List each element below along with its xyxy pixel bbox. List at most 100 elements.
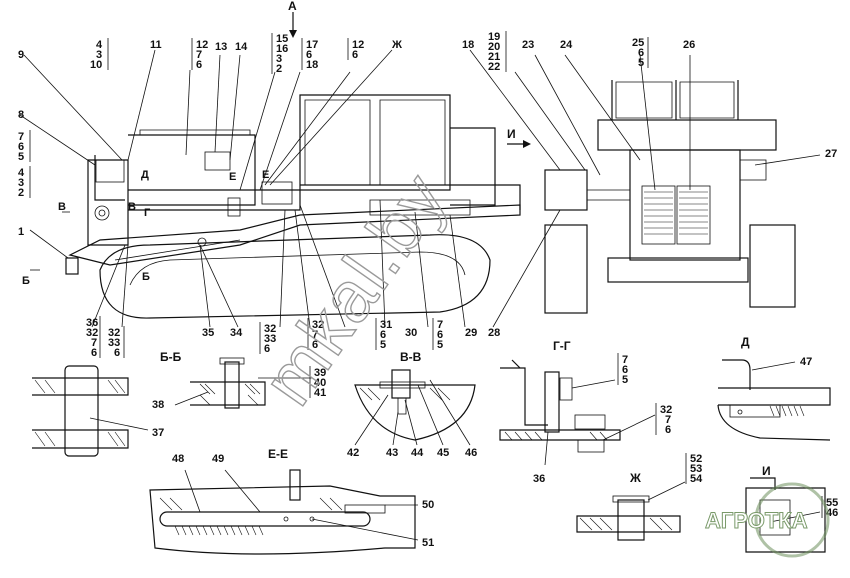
callout-3b: 3 <box>96 49 102 61</box>
section-zh <box>576 481 686 541</box>
section-e-e <box>149 469 419 555</box>
callout-6: 6 <box>18 141 24 153</box>
callout-14: 14 <box>235 41 248 53</box>
callout-36: 36 <box>86 317 98 329</box>
callout-4: 4 <box>18 167 25 179</box>
title-g-g: Г-Г <box>553 339 571 353</box>
callout-6i: 6 <box>264 343 270 355</box>
callout-1: 1 <box>18 226 24 238</box>
callout-15: 15 <box>276 33 288 45</box>
callout-55: 55 <box>826 497 838 509</box>
section-g-g <box>499 359 656 466</box>
callout-7k: 7 <box>91 337 97 349</box>
callout-44: 44 <box>411 447 424 459</box>
view-marker-b1: Б <box>22 275 30 287</box>
callout-g-7: 7 <box>622 354 628 366</box>
callout-18: 18 <box>306 59 318 71</box>
callout-12: 12 <box>196 39 208 51</box>
callout-48: 48 <box>172 453 184 465</box>
callout-g-36: 36 <box>533 473 545 485</box>
callout-2c: 2 <box>276 63 282 75</box>
logo-agrotka: АГРОТКА <box>705 482 830 558</box>
callout-5: 5 <box>18 151 24 163</box>
callout-labels: 1 4 3 2 7 6 5 8 9 4 3 10 11 12 7 6 13 14… <box>18 31 838 549</box>
callout-6e: 6 <box>638 47 644 59</box>
callout-43: 43 <box>386 447 398 459</box>
callout-31: 31 <box>380 319 392 331</box>
view-marker-e2: Е <box>262 169 269 181</box>
callout-24: 24 <box>560 39 573 51</box>
callout-49: 49 <box>212 453 224 465</box>
callout-27: 27 <box>825 148 837 160</box>
callout-7: 7 <box>18 131 24 143</box>
callout-13: 13 <box>215 41 227 53</box>
callout-6k: 6 <box>91 347 97 359</box>
callout-26: 26 <box>683 39 695 51</box>
section-titles: Б-Б В-В Г-Г Д Е-Е Ж И <box>160 335 771 485</box>
leader-lines <box>19 49 821 328</box>
callout-16: 16 <box>276 43 288 55</box>
callout-3c: 3 <box>276 53 282 65</box>
title-i: И <box>762 464 771 478</box>
callout-32d: 32 <box>86 327 98 339</box>
callout-6g: 6 <box>437 329 443 341</box>
callout-g-32: 32 <box>660 404 672 416</box>
title-v-v: В-В <box>400 350 422 364</box>
view-marker-v2: В <box>128 201 136 213</box>
title-b-b: Б-Б <box>160 350 182 364</box>
callout-23: 23 <box>522 39 534 51</box>
callout-22: 22 <box>488 61 500 73</box>
callout-47: 47 <box>800 356 812 368</box>
callout-10: 10 <box>90 59 102 71</box>
callout-54: 54 <box>690 473 703 485</box>
view-marker-d: Д <box>141 169 149 181</box>
callout-32b: 32 <box>264 323 276 335</box>
callout-50: 50 <box>422 499 434 511</box>
callout-52: 52 <box>690 453 702 465</box>
main-assembly: А И <box>65 0 796 319</box>
callout-32c: 32 <box>108 327 120 339</box>
callout-30: 30 <box>405 327 417 339</box>
callout-6b: 6 <box>196 59 202 71</box>
callout-6c: 6 <box>306 49 312 61</box>
callout-17: 17 <box>306 39 318 51</box>
arrow-i-label: И <box>507 127 516 141</box>
callout-7h: 7 <box>312 329 318 341</box>
callout-3: 3 <box>18 177 24 189</box>
callout-46: 46 <box>465 447 477 459</box>
callout-5e: 5 <box>638 57 644 69</box>
callout-32a: 32 <box>312 319 324 331</box>
callout-38: 38 <box>152 399 164 411</box>
callout-6d: 6 <box>352 49 358 61</box>
view-marker-e1: Е <box>229 171 236 183</box>
callout-21: 21 <box>488 51 500 63</box>
callout-g-5: 5 <box>622 374 628 386</box>
callout-51: 51 <box>422 537 434 549</box>
section-b-b <box>174 357 312 409</box>
callout-45: 45 <box>437 447 449 459</box>
section-v-v <box>354 369 476 446</box>
callout-29: 29 <box>465 327 477 339</box>
callout-12b: 12 <box>352 39 364 51</box>
callout-2: 2 <box>18 187 24 199</box>
callout-6j: 6 <box>114 347 120 359</box>
callout-g-6b: 6 <box>665 424 671 436</box>
callout-6h: 6 <box>312 339 318 351</box>
callout-8: 8 <box>18 109 24 121</box>
callout-33c: 33 <box>108 337 120 349</box>
arrow-a-label: А <box>288 0 297 13</box>
callout-11: 11 <box>150 39 162 51</box>
callout-5g: 5 <box>437 339 443 351</box>
callout-41: 41 <box>314 387 326 399</box>
callout-37: 37 <box>152 427 164 439</box>
title-d: Д <box>741 335 750 349</box>
watermark-text: mkal.by <box>248 159 464 420</box>
callout-35: 35 <box>202 327 214 339</box>
callout-53: 53 <box>690 463 702 475</box>
section-d <box>717 359 831 441</box>
callout-18b: 18 <box>462 39 474 51</box>
callout-g-7b: 7 <box>665 414 671 426</box>
callout-39: 39 <box>314 367 326 379</box>
